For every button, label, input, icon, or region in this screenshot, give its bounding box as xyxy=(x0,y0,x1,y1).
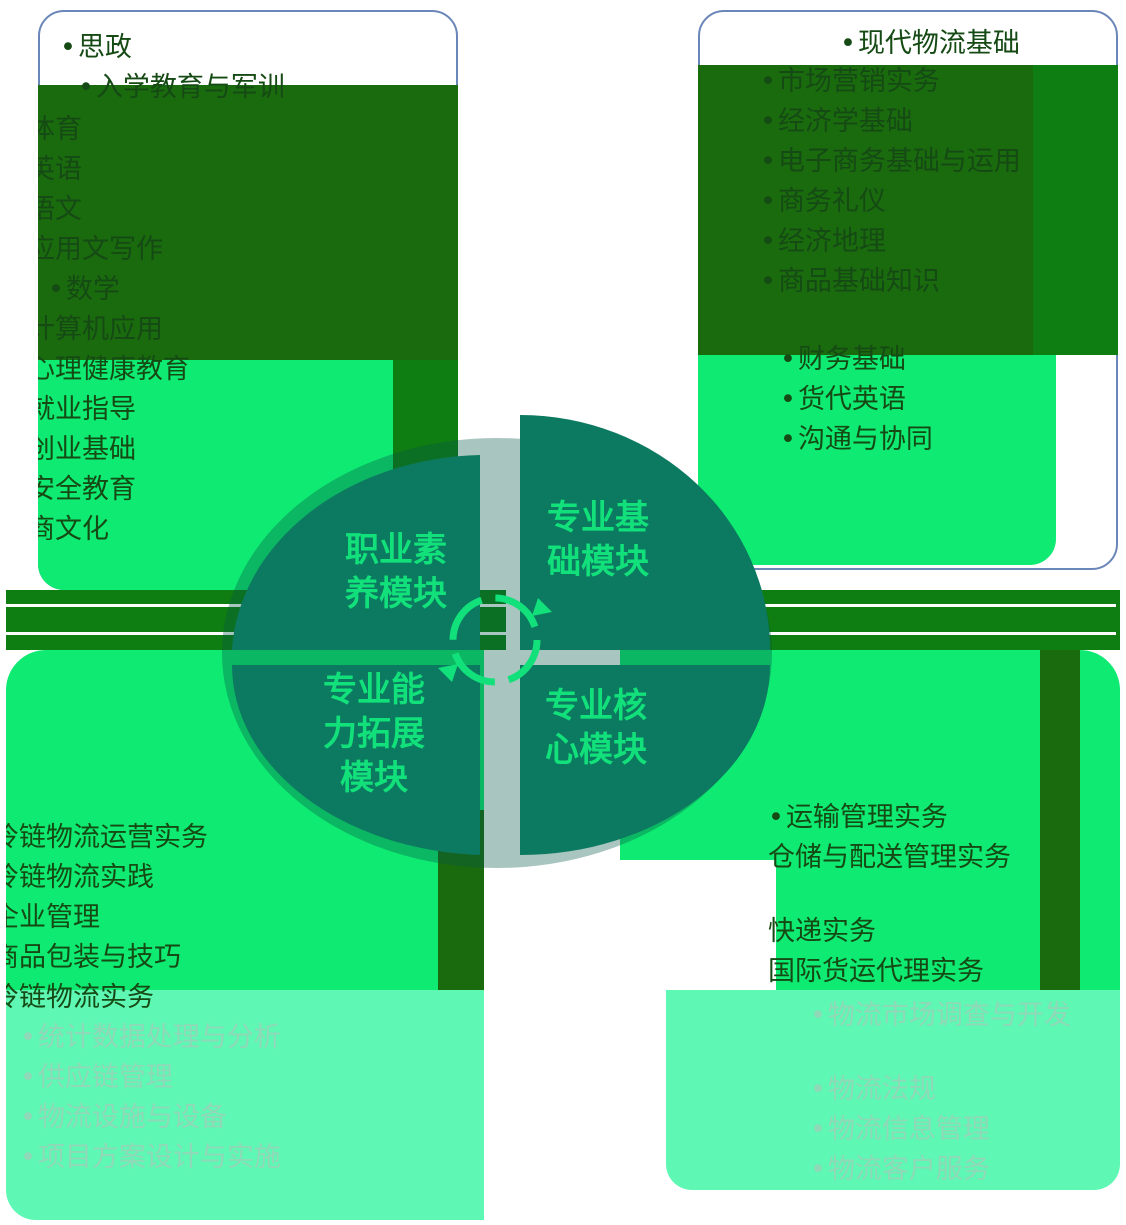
quadrant-extension xyxy=(231,665,480,855)
bottom-right-course-list: 运输管理实务 仓储与配送管理实务 快递实务 国际货运代理实务 xyxy=(768,798,1011,992)
course-item: 物流设施与设备 xyxy=(20,1098,281,1138)
course-item: 心理健康教育 xyxy=(38,354,190,385)
course-item: 市场营销实务 xyxy=(760,62,1060,102)
cycle-arrowhead xyxy=(438,664,458,682)
bottom-right-course-list-2: 物流市场调查与开发 物流法规 物流信息管理 物流客户服务 xyxy=(810,996,1071,1190)
quadrant-core xyxy=(520,665,770,855)
top-left-course-list-2: 体育 英语 语文 应用文写作 数学 计算机应用 心理健康教育 就业指导 创业基础… xyxy=(38,110,190,550)
course-item: 语文 xyxy=(38,194,82,225)
course-item: 电子商务基础与运用 xyxy=(760,142,1060,182)
top-right-panel: 现代物流基础 市场营销实务 经济学基础 电子商务基础与运用 商务礼仪 经济地理 … xyxy=(698,10,1118,570)
course-item: 企业管理 xyxy=(6,902,100,933)
bottom-right-dark-strip xyxy=(1040,650,1080,990)
course-item: 货代英语 xyxy=(780,380,933,420)
course-item: 经济地理 xyxy=(760,222,1060,262)
bottom-right-white-gap xyxy=(620,860,776,990)
course-item: 数学 xyxy=(38,270,190,310)
module-label-extension: 专业能力拓展模块 xyxy=(323,670,425,798)
course-item: 现代物流基础 xyxy=(840,24,1020,64)
module-label-literacy: 职业素养模块 xyxy=(345,530,447,614)
course-item: 安全教育 xyxy=(38,474,136,505)
course-item: 商务礼仪 xyxy=(760,182,1060,222)
course-item: 英语 xyxy=(38,154,82,185)
course-item: 冷链物流实务 xyxy=(6,982,154,1013)
bottom-left-course-list-2: 统计数据处理与分析 供应链管理 物流设施与设备 项目方案设计与实施 xyxy=(20,1018,281,1178)
top-left-dark-block xyxy=(38,85,458,360)
top-right-course-list-3: 财务基础 货代英语 沟通与协同 xyxy=(780,340,933,460)
course-item: 供应链管理 xyxy=(20,1058,281,1098)
course-item: 思政 xyxy=(60,28,285,68)
course-item: 就业指导 xyxy=(38,394,136,425)
course-item: 冷链物流运营实务 xyxy=(6,822,208,853)
module-label-core: 专业核心模块 xyxy=(545,686,647,770)
course-item: 沟通与协同 xyxy=(780,420,933,460)
quadrant-literacy xyxy=(232,455,480,650)
course-item: 物流市场调查与开发 xyxy=(810,996,1071,1036)
course-item: 仓储与配送管理实务 xyxy=(768,842,1011,873)
course-item: 快递实务 xyxy=(768,916,876,947)
course-item: 计算机应用 xyxy=(38,314,163,345)
course-item: 国际货运代理实务 xyxy=(768,956,984,987)
course-item: 物流信息管理 xyxy=(810,1110,1071,1150)
course-item: 运输管理实务 xyxy=(768,798,1011,838)
course-item: 统计数据处理与分析 xyxy=(20,1018,281,1058)
top-left-course-list: 思政 入学教育与军训 xyxy=(60,28,285,108)
course-item: 商品包装与技巧 xyxy=(6,942,181,973)
course-item: 财务基础 xyxy=(780,340,933,380)
top-left-panel: 思政 入学教育与军训 体育 英语 语文 应用文写作 数学 计算机应用 心理健康教… xyxy=(38,10,458,590)
course-item: 商文化 xyxy=(38,514,109,545)
course-item: 入学教育与军训 xyxy=(60,68,285,108)
cycle-ring xyxy=(449,594,541,686)
quadrant-foundation xyxy=(520,415,770,650)
course-item: 体育 xyxy=(38,114,82,145)
course-item: 商品基础知识 xyxy=(760,262,1060,302)
cycle-arrowhead xyxy=(532,598,552,616)
course-item: 物流客户服务 xyxy=(810,1150,1071,1190)
course-item: 创业基础 xyxy=(38,434,136,465)
course-item: 应用文写作 xyxy=(38,234,163,265)
top-right-course-list: 现代物流基础 xyxy=(840,24,1020,64)
course-item: 经济学基础 xyxy=(760,102,1060,142)
course-item: 项目方案设计与实施 xyxy=(20,1138,281,1178)
course-item: 冷链物流实践 xyxy=(6,862,154,893)
top-right-course-list-2: 市场营销实务 经济学基础 电子商务基础与运用 商务礼仪 经济地理 商品基础知识 xyxy=(760,62,1060,302)
module-label-foundation: 专业基础模块 xyxy=(547,498,649,582)
bottom-left-course-list: 冷链物流运营实务 冷链物流实践 企业管理 商品包装与技巧 冷链物流实务 xyxy=(6,818,208,1018)
course-item: 物流法规 xyxy=(810,1070,1071,1110)
